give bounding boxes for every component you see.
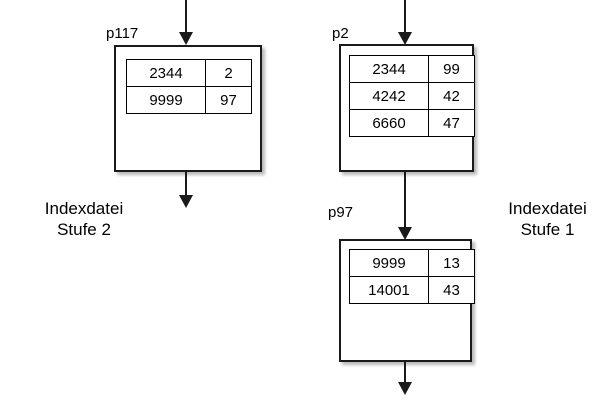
key-cell: 14001 <box>349 276 429 304</box>
table-row: 6660 47 <box>349 109 475 137</box>
pointer-cell: 99 <box>428 55 475 83</box>
table-row: 9999 97 <box>126 86 252 114</box>
pointer-cell: 97 <box>205 86 252 114</box>
arrow-head <box>398 32 412 45</box>
index-table-p117: 2344 2 9999 97 <box>126 59 252 114</box>
pointer-cell: 42 <box>428 82 475 110</box>
arrow-out-of-p117 <box>179 172 193 208</box>
key-cell: 9999 <box>349 249 429 277</box>
caption-line-1: Indexdatei <box>508 199 587 218</box>
index-table-p2: 2344 99 4242 42 6660 47 <box>349 55 475 137</box>
arrow-head <box>398 382 412 395</box>
arrow-head <box>398 227 412 240</box>
pointer-cell: 43 <box>428 276 475 304</box>
arrow-into-p2 <box>398 0 412 45</box>
caption-indexdatei-stufe-1: Indexdatei Stufe 1 <box>490 198 605 240</box>
key-cell: 9999 <box>126 86 206 114</box>
page-label-p117: p117 <box>106 25 139 42</box>
table-row: 2344 99 <box>349 55 475 83</box>
arrow-head <box>179 32 193 45</box>
caption-indexdatei-stufe-2: Indexdatei Stufe 2 <box>14 198 154 240</box>
arrow-shaft <box>404 0 406 32</box>
pointer-cell: 47 <box>428 109 475 137</box>
arrow-p2-to-p97 <box>398 172 412 240</box>
table-row: 4242 42 <box>349 82 475 110</box>
arrow-shaft <box>185 0 187 32</box>
page-label-p2: p2 <box>332 25 349 42</box>
index-table-p97: 9999 13 14001 43 <box>349 249 475 304</box>
key-cell: 2344 <box>349 55 429 83</box>
caption-line-2: Stufe 1 <box>520 220 575 239</box>
arrow-shaft <box>404 362 406 382</box>
arrow-into-p117 <box>179 0 193 45</box>
pointer-cell: 13 <box>428 249 475 277</box>
table-row: 9999 13 <box>349 249 475 277</box>
table-row: 14001 43 <box>349 276 475 304</box>
caption-line-2: Stufe 2 <box>57 220 111 239</box>
page-label-p97: p97 <box>328 204 354 221</box>
key-cell: 6660 <box>349 109 429 137</box>
pointer-cell: 2 <box>205 59 252 87</box>
key-cell: 2344 <box>126 59 206 87</box>
caption-line-1: Indexdatei <box>44 199 124 218</box>
key-cell: 4242 <box>349 82 429 110</box>
arrow-shaft <box>404 172 406 227</box>
table-row: 2344 2 <box>126 59 252 87</box>
arrow-shaft <box>185 172 187 195</box>
arrow-head <box>179 195 193 208</box>
arrow-out-of-p97 <box>398 362 412 395</box>
